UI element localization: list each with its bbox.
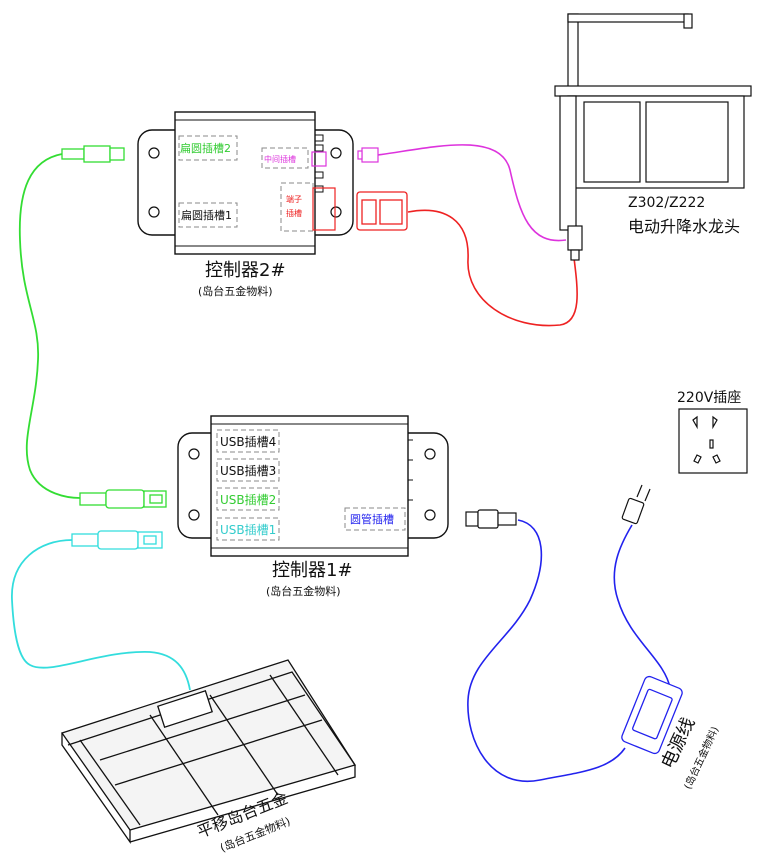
usb-slot-3-label: USB插槽3 [220, 464, 276, 478]
island-hardware-frame [60, 659, 357, 845]
mount-hole-icon [188, 448, 200, 460]
controller-2-subtitle: (岛台五金物料) [198, 284, 273, 298]
controller-2 [137, 111, 354, 255]
power-plug-icon [621, 484, 651, 525]
mount-hole-icon [424, 509, 436, 521]
mount-hole-icon [148, 147, 160, 159]
terminal-connector [356, 191, 408, 231]
socket-label: 220V插座 [677, 390, 741, 406]
green-usb-plug [79, 489, 167, 509]
usb-slot-1-label: USB插槽1 [220, 523, 276, 537]
mount-hole-icon [424, 448, 436, 460]
cyan-usb-plug [71, 530, 163, 550]
green-cable [18, 153, 81, 499]
red-cable [407, 209, 578, 327]
controller-1-title: 控制器1# [272, 560, 353, 581]
blue-cable-plug [613, 524, 671, 689]
middle-slot-connector [357, 147, 379, 163]
flat-slot-1-label: 扁圆插槽1 [181, 208, 232, 222]
flat-slot-2-label: 扁圆插槽2 [180, 141, 231, 155]
controller-2-title: 控制器2# [205, 260, 286, 281]
terminal-slot-label-2: 插槽 [286, 208, 302, 218]
controller-1-subtitle: (岛台五金物料) [266, 584, 341, 598]
usb-slot-2-label: USB插槽2 [220, 493, 276, 507]
faucet-name: 电动升降水龙头 [628, 217, 740, 236]
power-supply-adapter [621, 675, 683, 755]
blue-cable [467, 519, 626, 783]
dc-barrel-plug [465, 509, 517, 529]
faucet-model: Z302/Z222 [628, 195, 705, 211]
controller-1 [177, 415, 449, 557]
wall-socket-icon [678, 408, 748, 474]
terminal-slot-label-1: 端子 [286, 194, 302, 204]
round-slot-label: 圆管插槽 [350, 512, 394, 526]
mount-hole-icon [330, 147, 342, 159]
magenta-cable [377, 144, 567, 242]
mount-hole-icon [330, 206, 342, 218]
usb-slot-4-label: USB插槽4 [220, 435, 276, 449]
middle-slot-label: 中间插槽 [264, 154, 296, 164]
faucet-drawing [554, 13, 752, 261]
mount-hole-icon [148, 206, 160, 218]
cyan-cable [11, 539, 191, 691]
green-plug-top [61, 145, 125, 163]
mount-hole-icon [188, 509, 200, 521]
